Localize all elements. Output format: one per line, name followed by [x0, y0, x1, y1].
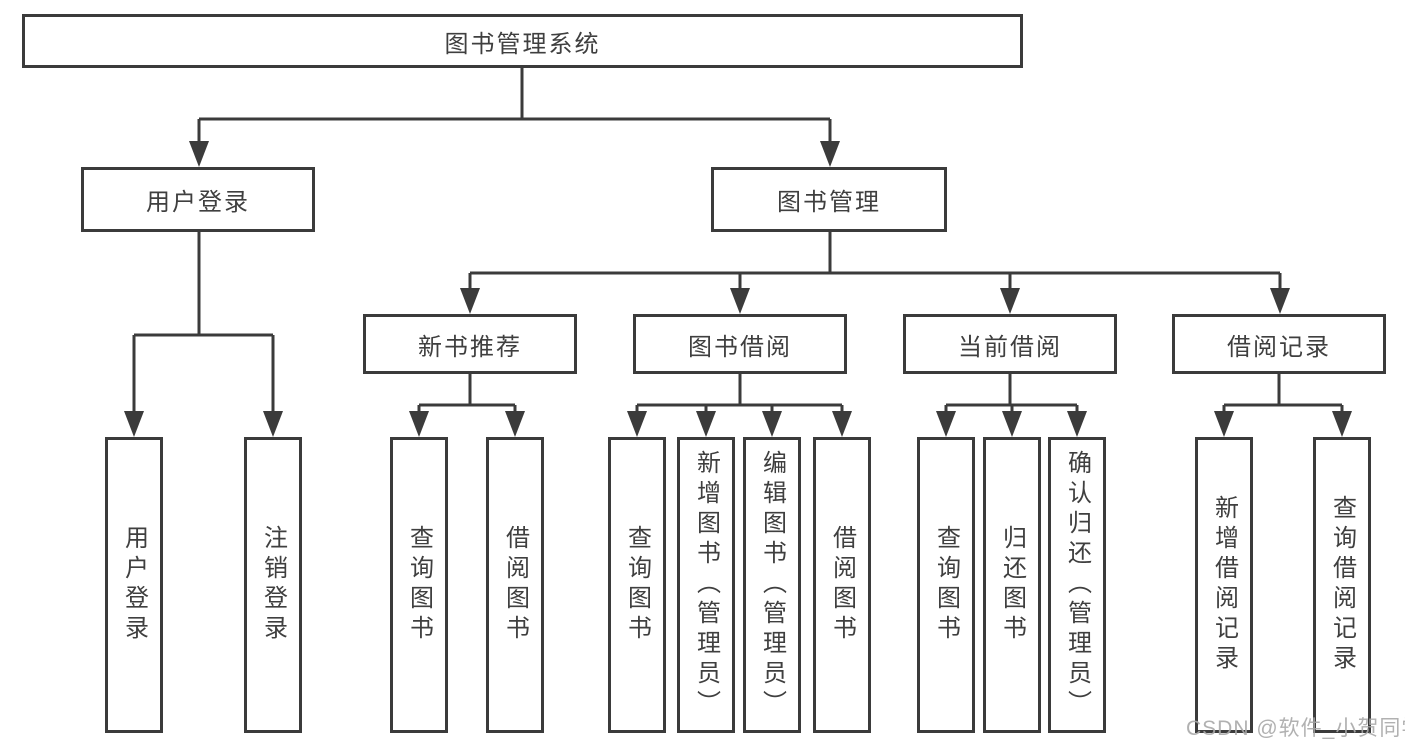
node-label: 新书推荐	[418, 333, 522, 361]
node-borrow-records: 借阅记录	[1172, 314, 1386, 374]
node-label: 查询借阅记录	[1328, 495, 1356, 675]
arrow-down-icon	[124, 411, 144, 437]
node-label: 当前借阅	[958, 333, 1062, 361]
node-label: 查询图书	[405, 525, 433, 645]
arrow-down-icon	[820, 141, 840, 167]
connector-bookborrow-to-leaves	[635, 374, 844, 413]
connector-current-to-leaves	[944, 374, 1079, 413]
leaf-logout: 注销登录	[244, 437, 302, 733]
node-current-borrow: 当前借阅	[903, 314, 1117, 374]
node-label: 借阅图书	[501, 525, 529, 645]
node-new-book-recommend: 新书推荐	[363, 314, 577, 374]
leaf-edit-books-admin: 编辑图书（管理员）	[743, 437, 801, 733]
arrow-down-icon	[189, 141, 209, 167]
connector-root-to-level2	[197, 68, 832, 143]
arrow-down-icon	[505, 411, 525, 437]
node-user-login-module: 用户登录	[81, 167, 315, 232]
node-label: 确认归还（管理员）	[1063, 450, 1091, 720]
arrow-down-icon	[1214, 411, 1234, 437]
leaf-add-borrow-record: 新增借阅记录	[1195, 437, 1253, 733]
arrowhead-icons	[124, 141, 1352, 437]
arrow-down-icon	[730, 288, 750, 314]
arrow-down-icon	[263, 411, 283, 437]
leaf-user-login: 用户登录	[105, 437, 163, 733]
arrow-down-icon	[409, 411, 429, 437]
arrow-down-icon	[1067, 411, 1087, 437]
node-label: 查询图书	[932, 525, 960, 645]
watermark: CSDN @软件_小贺同学	[1186, 717, 1405, 740]
leaf-recommend-borrow-books: 借阅图书	[486, 437, 544, 733]
arrow-down-icon	[1000, 288, 1020, 314]
arrow-down-icon	[762, 411, 782, 437]
node-label: 新增图书（管理员）	[692, 450, 720, 720]
node-label: 用户登录	[146, 189, 250, 216]
arrow-down-icon	[627, 411, 647, 437]
leaf-query-borrow-record: 查询借阅记录	[1313, 437, 1371, 733]
leaf-confirm-return-admin: 确认归还（管理员）	[1048, 437, 1106, 733]
node-label: 图书管理	[777, 189, 881, 216]
arrow-down-icon	[936, 411, 956, 437]
connector-mgmt-to-level3	[468, 232, 1282, 290]
node-label: 归还图书	[998, 525, 1026, 645]
node-book-borrow: 图书借阅	[633, 314, 847, 374]
connector-records-to-leaves	[1222, 374, 1344, 413]
node-label: 图书借阅	[688, 333, 792, 361]
node-root-system: 图书管理系统	[22, 14, 1023, 68]
arrow-down-icon	[832, 411, 852, 437]
arrow-down-icon	[1332, 411, 1352, 437]
node-label: 借阅图书	[828, 525, 856, 645]
leaf-recommend-query-books: 查询图书	[390, 437, 448, 733]
node-label: 查询图书	[623, 525, 651, 645]
node-label: 图书管理系统	[444, 30, 601, 58]
leaf-return-books: 归还图书	[983, 437, 1041, 733]
node-label: 用户登录	[120, 525, 148, 645]
leaf-borrow-query-books: 查询图书	[608, 437, 666, 733]
leaf-add-books-admin: 新增图书（管理员）	[677, 437, 735, 733]
node-label: 新增借阅记录	[1210, 495, 1238, 675]
node-label: 编辑图书（管理员）	[758, 450, 786, 720]
node-book-management-module: 图书管理	[711, 167, 947, 232]
node-label: 注销登录	[259, 525, 287, 645]
node-label: 借阅记录	[1227, 333, 1331, 361]
arrow-down-icon	[1002, 411, 1022, 437]
connector-recommend-to-leaves	[417, 374, 517, 413]
arrow-down-icon	[696, 411, 716, 437]
arrow-down-icon	[1270, 288, 1290, 314]
connector-login-to-leaves	[132, 232, 275, 413]
arrow-down-icon	[460, 288, 480, 314]
leaf-current-query-books: 查询图书	[917, 437, 975, 733]
leaf-borrow-books: 借阅图书	[813, 437, 871, 733]
